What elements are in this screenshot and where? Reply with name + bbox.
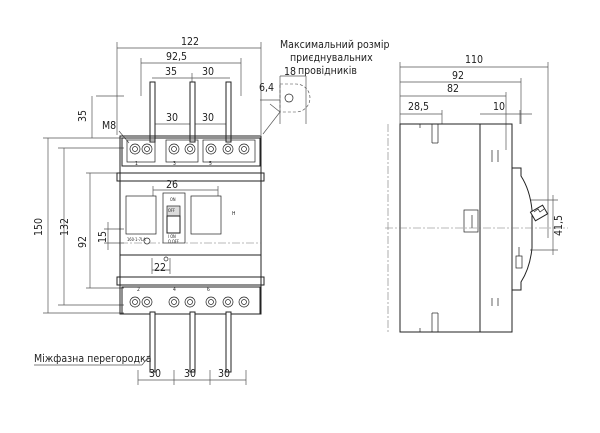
dim-overall-depth: 110 — [465, 54, 483, 66]
dim-conductor-offset: 6,4 — [259, 82, 274, 94]
handle-profile — [512, 167, 533, 291]
dim-handle-offset: 15 — [97, 231, 109, 243]
lower-section — [119, 254, 262, 278]
dim-conductor-height: 18 — [284, 66, 296, 78]
phase-barrier-label: Міжфазна перегородка — [34, 353, 152, 365]
conductor-detail: Максимальний розмір приєднувальних прові… — [259, 39, 390, 135]
terminal-number-1: 1 — [135, 161, 138, 167]
terminal-number-4: 4 — [173, 287, 176, 293]
bottom-dimensions: 30 30 30 — [137, 368, 247, 385]
handle-mark-on: ON — [170, 197, 176, 202]
front-cover: 26 ON OFF I ON O OFF Н 160-1-7LA 22 — [116, 172, 265, 274]
handle-lever[interactable] — [529, 204, 549, 222]
dim-pitch-mid-b: 30 — [202, 112, 214, 124]
top-conductors — [149, 81, 232, 143]
dim-terminal-height: 35 — [77, 110, 89, 122]
conductor-note-line2: приєднувальних — [290, 52, 373, 64]
terminal-number-2: 2 — [137, 287, 140, 293]
handle-mark-o-off: O OFF — [168, 239, 179, 244]
top-terminal-center — [165, 139, 199, 163]
conductor-note-line1: Максимальний розмір — [280, 39, 390, 51]
left-window — [125, 195, 157, 235]
conductor-note-line3: провідників — [298, 65, 357, 77]
right-window — [190, 195, 222, 235]
bottom-terminal-block: 2 4 6 — [121, 286, 261, 315]
dim-mount-height: 92 — [77, 236, 89, 248]
dim-body-height: 132 — [59, 218, 71, 236]
test-button[interactable] — [143, 237, 151, 245]
side-base — [399, 123, 481, 333]
side-mark: Н — [232, 211, 235, 217]
side-view: 110 92 82 28,5 10 41,5 — [385, 54, 568, 333]
handle-mark-off: OFF — [168, 208, 175, 213]
dim-body-depth: 92 — [452, 70, 464, 82]
side-latch — [515, 255, 523, 269]
dim-pole-span: 92,5 — [166, 51, 187, 63]
dim-cover-depth: 82 — [447, 83, 459, 95]
dim-pitch-bottom-a: 30 — [149, 368, 161, 380]
dim-pitch-mid-a: 30 — [166, 112, 178, 124]
dim-pitch-top-left: 35 — [165, 66, 177, 78]
dim-overall-width: 122 — [181, 36, 199, 48]
top-dimensions: 122 92,5 35 30 30 30 — [116, 36, 262, 135]
dim-total-height: 150 — [33, 218, 45, 236]
dim-front-offset: 28,5 — [408, 101, 429, 113]
dim-mount-pitch: 22 — [154, 262, 166, 274]
top-terminal-block: 1 3 5 — [121, 137, 261, 167]
operating-handle[interactable]: ON OFF I ON O OFF — [162, 192, 186, 244]
dim-handle-height: 41,5 — [553, 215, 565, 236]
dim-handle-depth: 10 — [493, 101, 505, 113]
screw-size-label: M8 — [102, 120, 116, 132]
mount-bracket — [463, 209, 479, 233]
terminal-number-6: 6 — [207, 287, 210, 293]
side-dimensions: 110 92 82 28,5 10 41,5 — [399, 54, 565, 255]
mount-hole — [163, 256, 169, 262]
top-terminal-right — [202, 139, 256, 163]
handle-mark-i-on: I ON — [168, 234, 176, 239]
terminal-number-3: 3 — [173, 161, 176, 167]
dim-handle-width: 26 — [166, 179, 178, 191]
dim-pitch-bottom-b: 30 — [184, 368, 196, 380]
side-body — [385, 123, 568, 333]
bottom-conductors — [149, 311, 232, 373]
terminal-number-5: 5 — [209, 161, 212, 167]
rating-text: 160-1-7LA — [127, 237, 146, 242]
lower-rail — [116, 276, 265, 286]
top-terminal-left — [126, 139, 156, 163]
dim-pitch-top-right: 30 — [202, 66, 214, 78]
front-view: 122 92,5 35 30 30 30 35 150 132 — [33, 36, 390, 385]
dim-pitch-bottom-c: 30 — [218, 368, 230, 380]
